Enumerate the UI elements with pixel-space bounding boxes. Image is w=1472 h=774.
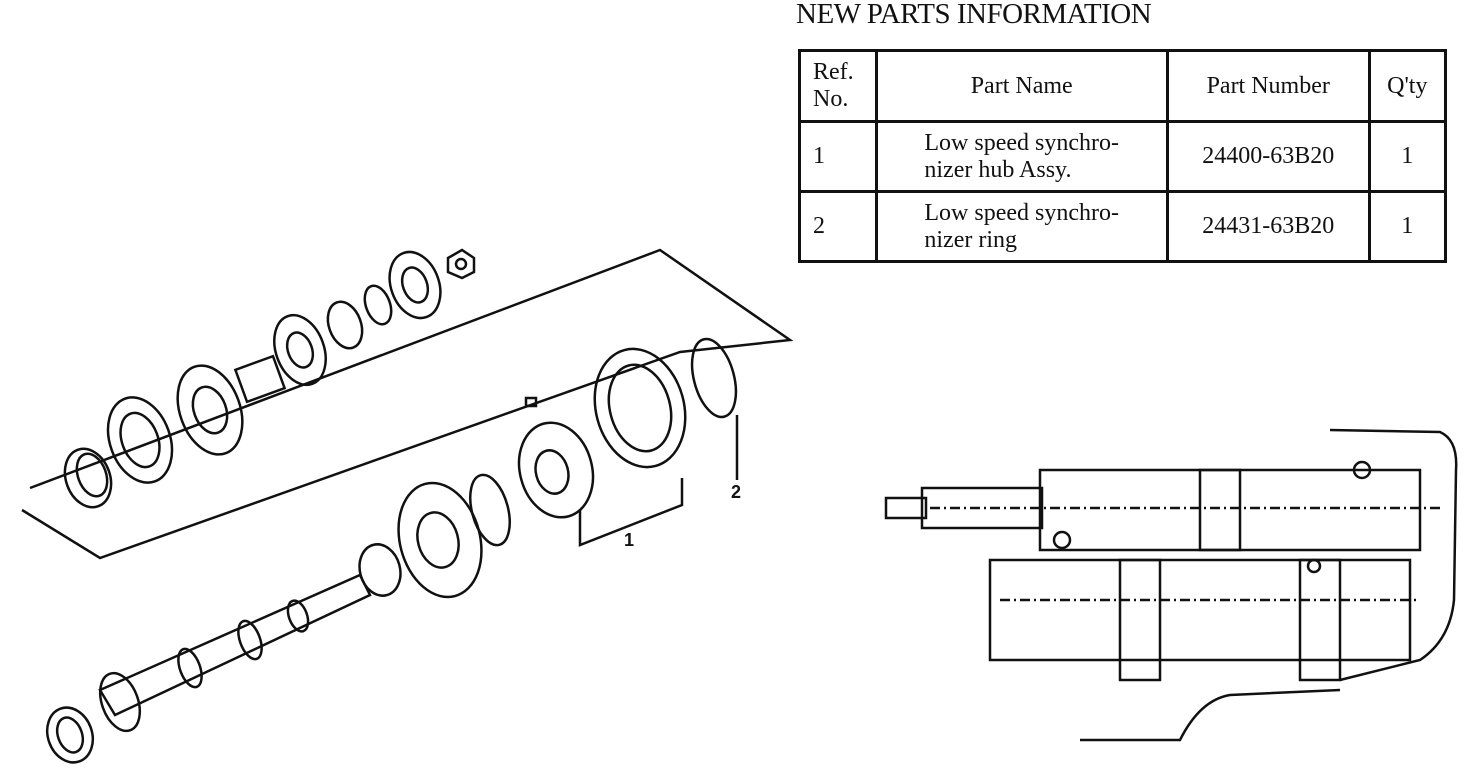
row-qty: 1 [1367,190,1448,263]
transmission-section-drawing [884,428,1458,742]
new-parts-table: Ref. No. Part Name Part Number Q'ty 1 Lo… [798,49,1448,263]
callout-2-label: 2 [731,482,741,502]
table-row: 2 Low speed synchro- nizer ring 24431-63… [798,190,1448,263]
row-part-number: 24431-63B20 [1165,190,1371,263]
part-name-line2: nizer ring [924,226,1017,253]
header-ref-no: Ref. No. [798,49,878,123]
callout-1-bracket [578,478,684,547]
header-part-number: Part Number [1165,49,1371,123]
page-title: NEW PARTS INFORMATION [796,0,1152,30]
synchronizer-assembly [358,337,738,599]
header-qty: Q'ty [1367,49,1448,123]
part-name-line2: nizer hub Assy. [924,156,1072,183]
callout-1-label: 1 [624,530,634,550]
part-name-line1: Low speed synchro- [924,199,1119,226]
upper-group-bracket [21,248,794,560]
row-ref: 2 [798,190,878,263]
table-header-row: Ref. No. Part Name Part Number Q'ty [798,49,1448,123]
upper-shaft-components [63,248,476,509]
row-qty: 1 [1367,120,1448,193]
row-part-name: Low speed synchro- nizer hub Assy. [874,120,1169,193]
header-part-name: Part Name [874,49,1169,123]
row-ref: 1 [798,120,878,193]
row-part-name: Low speed synchro- nizer ring [874,190,1169,263]
table-row: 1 Low speed synchro- nizer hub Assy. 244… [798,120,1448,193]
part-name-line1: Low speed synchro- [924,129,1119,156]
main-shaft [45,573,372,764]
row-part-number: 24400-63B20 [1165,120,1371,193]
header-ref-line1: Ref. [813,59,854,85]
header-ref-line2: No. [813,86,849,112]
